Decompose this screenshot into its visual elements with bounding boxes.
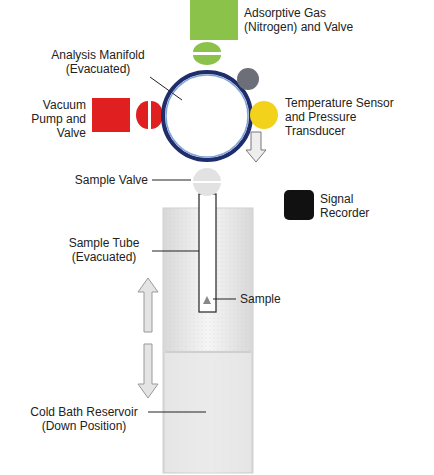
- sample-label: Sample: [240, 292, 300, 306]
- sample-valve-label: Sample Valve: [60, 173, 148, 187]
- manifold-label: Analysis Manifold (Evacuated): [44, 48, 152, 76]
- sensor-label: Temperature Sensor and Pressure Transduc…: [285, 96, 413, 138]
- recorder-label: Signal Recorder: [320, 192, 400, 220]
- vacuum-label: Vacuum Pump and Valve: [22, 98, 86, 140]
- gas-label: Adsorptive Gas (Nitrogen) and Valve: [244, 6, 379, 34]
- sample-tube-label: Sample Tube (Evacuated): [60, 236, 148, 264]
- cold-bath-label: Cold Bath Reservoir (Down Position): [22, 405, 146, 433]
